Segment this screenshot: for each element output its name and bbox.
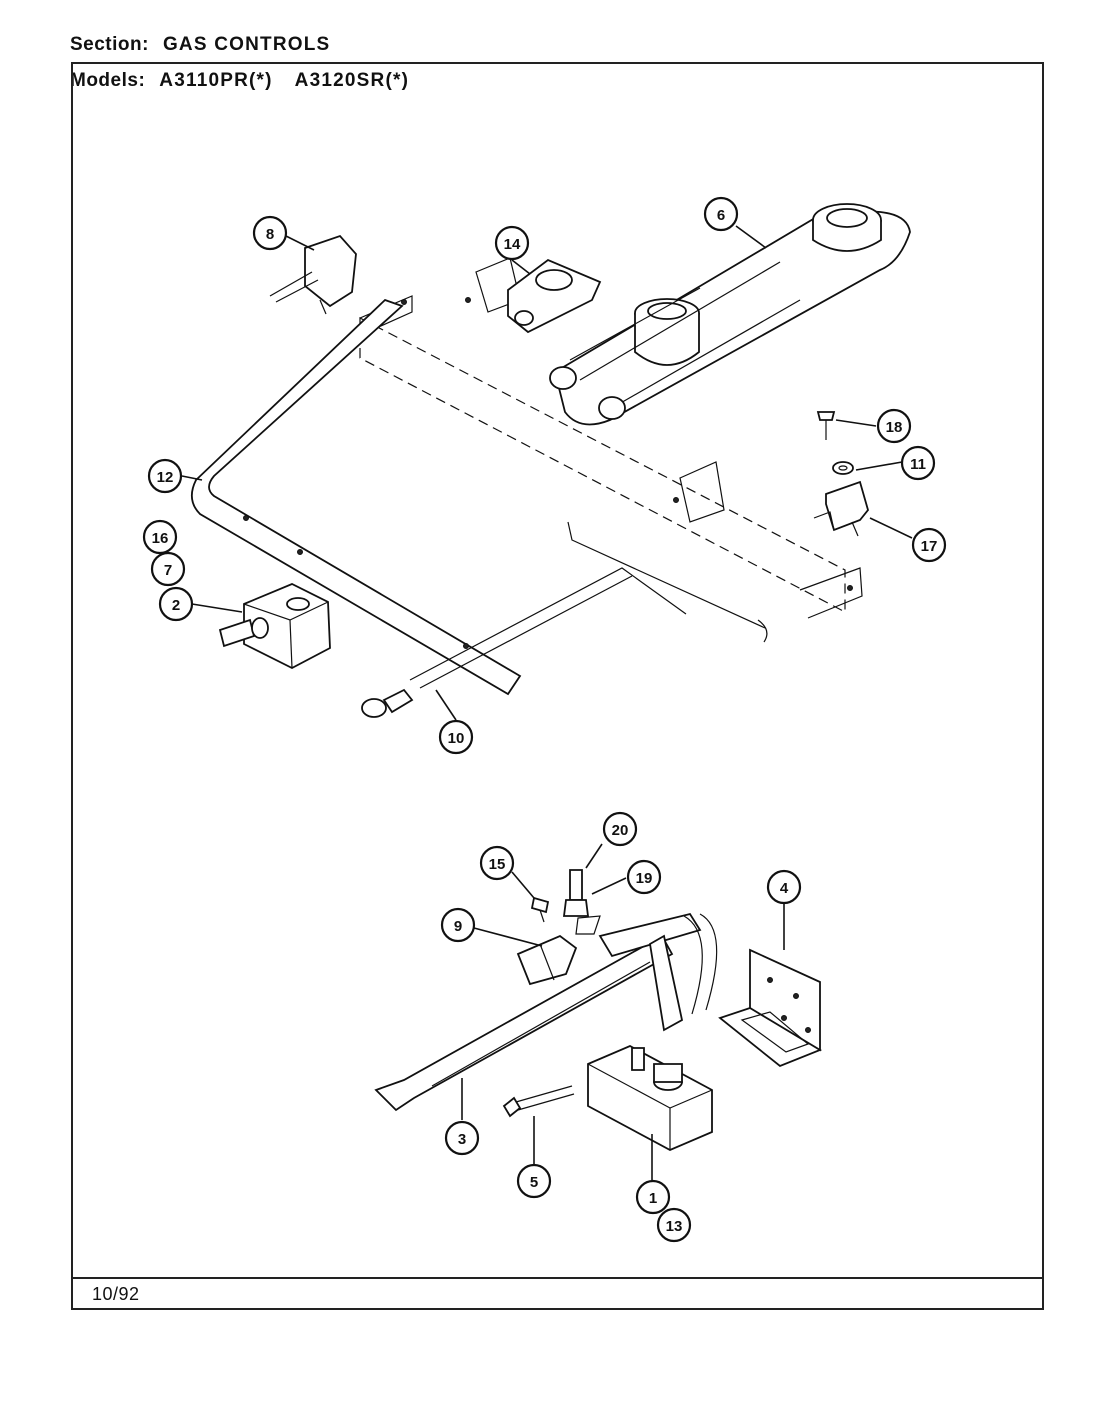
- svg-text:12: 12: [157, 469, 174, 486]
- part-callout: 5: [516, 1163, 552, 1199]
- svg-text:11: 11: [910, 456, 926, 473]
- model-number: A3110PR(*): [159, 70, 273, 91]
- section-label: Section:: [70, 34, 149, 55]
- svg-text:17: 17: [921, 538, 938, 555]
- ignitor-screw: [530, 896, 550, 923]
- part-callout: 17: [911, 527, 947, 563]
- ignition-switch: [269, 234, 357, 315]
- model-number: A3120SR(*): [294, 70, 410, 91]
- part-callout: 6: [703, 196, 739, 232]
- burner-assembly: [549, 203, 911, 426]
- part-callout: 3: [444, 1120, 480, 1156]
- leader-line: [511, 259, 531, 275]
- leader-line: [181, 475, 203, 481]
- svg-text:14: 14: [504, 236, 521, 253]
- leader-line: [735, 225, 767, 249]
- ignitor-element: [562, 869, 590, 917]
- svg-text:15: 15: [489, 856, 506, 873]
- manifold-pipe: [190, 298, 522, 696]
- part-callout: 18: [876, 408, 912, 444]
- leader-line: [191, 603, 243, 613]
- svg-text:1: 1: [649, 1190, 657, 1207]
- part-callout: 12: [147, 458, 183, 494]
- svg-text:10: 10: [448, 730, 465, 747]
- part-callout: 15: [479, 845, 515, 881]
- svg-text:2: 2: [172, 597, 180, 614]
- leader-line: [585, 843, 603, 869]
- part-callout: 19: [626, 859, 662, 895]
- leader-line: [591, 877, 627, 895]
- mounting-bracket: [813, 480, 869, 537]
- part-callout: 2: [158, 586, 194, 622]
- leader-line: [835, 419, 877, 427]
- part-callout: 14: [494, 225, 530, 261]
- footer-divider: [73, 1277, 1043, 1279]
- svg-text:8: 8: [266, 226, 274, 243]
- date-code: 10/92: [92, 1284, 140, 1304]
- part-callout: 4: [766, 869, 802, 905]
- thermostat-valve: [587, 1045, 713, 1151]
- ignitor-bracket: [516, 915, 601, 986]
- thermocouple-tube: [361, 521, 768, 718]
- svg-text:5: 5: [530, 1174, 538, 1191]
- svg-text:3: 3: [458, 1131, 466, 1148]
- models-label: Models:: [70, 70, 146, 91]
- svg-text:9: 9: [454, 918, 462, 935]
- section-value: GAS CONTROLS: [162, 34, 331, 55]
- svg-text:6: 6: [717, 207, 725, 224]
- models-line: Models: A3110PR(*) A3120SR(*): [70, 70, 431, 92]
- svg-text:18: 18: [886, 419, 903, 436]
- part-callout: 1: [635, 1179, 671, 1215]
- leader-line: [473, 927, 543, 947]
- mounting-plate: [718, 948, 823, 1068]
- part-callout: 10: [438, 719, 474, 755]
- svg-text:20: 20: [612, 822, 629, 839]
- drawing-frame: [71, 62, 1044, 1310]
- leader-line: [285, 235, 315, 251]
- svg-text:19: 19: [636, 870, 653, 887]
- hex-nut: [832, 461, 854, 475]
- gas-regulator: [507, 258, 602, 334]
- part-callout: 16: [142, 519, 178, 555]
- leader-line: [855, 461, 903, 471]
- leader-line: [511, 871, 535, 899]
- svg-text:16: 16: [152, 530, 169, 547]
- leader-line: [435, 689, 457, 721]
- svg-text:4: 4: [780, 880, 789, 897]
- burner-valve: [218, 583, 331, 670]
- part-callout: 13: [656, 1207, 692, 1243]
- part-callout: 9: [440, 907, 476, 943]
- part-callout: 8: [252, 215, 288, 251]
- oven-burner-tube: [374, 912, 718, 1112]
- section-line: Section: GAS CONTROLS: [70, 34, 352, 56]
- svg-text:7: 7: [164, 562, 172, 579]
- long-screw: [502, 1085, 575, 1118]
- leader-line: [869, 517, 913, 539]
- manifold-bracket: [359, 257, 863, 619]
- part-callout: 7: [150, 551, 186, 587]
- svg-text:13: 13: [666, 1218, 683, 1235]
- screw: [816, 411, 836, 440]
- part-callout: 11: [900, 445, 936, 481]
- part-callout: 20: [602, 811, 638, 847]
